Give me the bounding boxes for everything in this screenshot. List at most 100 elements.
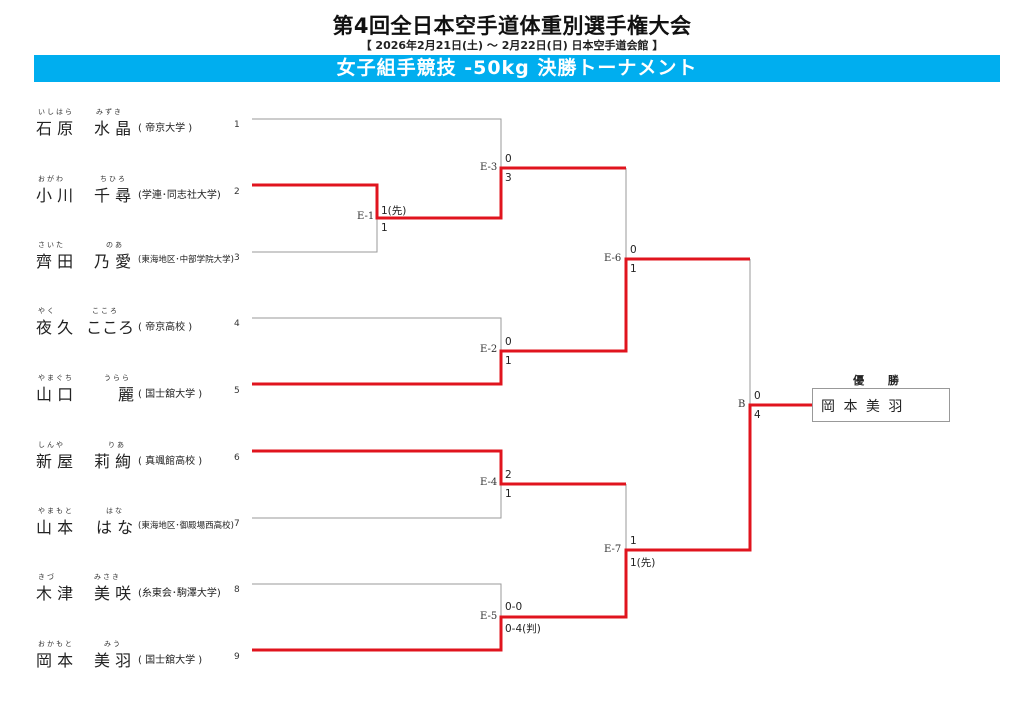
entry-7: やまもと はな 山 本 は な (東海地区･御殿場西高校) 7 xyxy=(36,506,256,537)
entry-5: やまぐち うらら 山 口 麗 ( 国士舘大学 ) 5 xyxy=(36,373,256,404)
seed-number: 9 xyxy=(234,652,240,662)
match-e6-bottom-score: 1 xyxy=(630,263,637,275)
surname-ruby: おがわ xyxy=(38,175,65,183)
champion-name: 岡 本 美 羽 xyxy=(821,399,903,415)
affiliation: ( 帝京大学 ) xyxy=(138,123,193,134)
surname-ruby: きづ xyxy=(38,573,56,581)
champion-label: 優 勝 xyxy=(853,374,909,387)
affiliation: (東海地区･中部学院大学) xyxy=(138,255,234,265)
given-ruby: こころ xyxy=(92,307,119,315)
match-e3-top-score: 0 xyxy=(505,153,512,165)
match-label-e1: E-1 xyxy=(357,211,375,222)
seed-number: 8 xyxy=(234,585,240,595)
match-e2-bottom-score: 1 xyxy=(505,355,512,367)
affiliation: (東海地区･御殿場西高校) xyxy=(138,521,234,531)
match-label-e4: E-4 xyxy=(480,477,498,488)
seed-number: 5 xyxy=(234,386,240,396)
surname: 木 津 xyxy=(36,584,74,603)
given-name: 麗 xyxy=(118,385,135,404)
given-ruby: はな xyxy=(106,507,124,515)
win-path-entry-5 xyxy=(252,257,750,386)
surname-ruby: いしはら xyxy=(38,108,74,116)
seed-number: 6 xyxy=(234,453,240,463)
affiliation: ( 帝京高校 ) xyxy=(138,322,193,333)
surname: 岡 本 xyxy=(36,651,74,670)
match-e4-bottom-score: 1 xyxy=(505,488,512,500)
match-e2-top-score: 0 xyxy=(505,336,512,348)
line-entry-1 xyxy=(252,118,502,168)
match-e5-top-score: 0-0 xyxy=(505,601,523,613)
win-path-entry-2 xyxy=(252,166,626,220)
entry-9: おかもと みう 岡 本 美 羽 ( 国士舘大学 ) 9 xyxy=(36,639,256,670)
match-e1-bottom-score: 1 xyxy=(381,222,388,234)
division-banner: 女子組手競技 -50kg 決勝トーナメント xyxy=(34,55,1000,82)
given-ruby: りあ xyxy=(108,441,126,449)
affiliation: ( 国士舘大学 ) xyxy=(138,655,203,666)
entry-6: しんや りあ 新 屋 莉 絢 ( 真颯館高校 ) 6 xyxy=(36,440,256,471)
surname: 夜 久 xyxy=(36,318,74,337)
surname: 山 本 xyxy=(36,518,74,537)
seed-number: 1 xyxy=(234,120,240,130)
given-ruby: みさき xyxy=(94,573,121,581)
line-entry-7 xyxy=(252,484,502,519)
given-name: 千 尋 xyxy=(94,186,132,205)
win-path-entry-9 xyxy=(252,403,812,652)
champion-box: 岡 本 美 羽 xyxy=(812,388,950,422)
surname: 山 口 xyxy=(36,385,74,404)
given-name: 莉 絢 xyxy=(94,452,132,471)
match-e1-top-score: 1(先) xyxy=(381,205,407,217)
seed-number: 2 xyxy=(234,187,240,197)
match-label-e5: E-5 xyxy=(480,611,498,622)
seed-number: 3 xyxy=(234,253,240,263)
given-ruby: ちひろ xyxy=(100,175,127,183)
seed-number: 7 xyxy=(234,519,240,529)
given-name: 水 晶 xyxy=(94,119,132,138)
entry-1: いしはら みずき 石 原 水 晶 ( 帝京大学 ) 1 xyxy=(36,107,256,138)
surname: 齊 田 xyxy=(36,252,74,271)
surname: 小 川 xyxy=(36,186,74,205)
given-name: 美 羽 xyxy=(94,651,132,670)
match-e7-bottom-score: 1(先) xyxy=(630,557,656,569)
entry-3: さいた のあ 齊 田 乃 愛 (東海地区･中部学院大学) 3 xyxy=(36,240,256,271)
entry-8: きづ みさき 木 津 美 咲 (糸東会･駒澤大学) 8 xyxy=(36,572,256,603)
match-label-e3: E-3 xyxy=(480,162,498,173)
entry-2: おがわ ちひろ 小 川 千 尋 (学連･同志社大学) 2 xyxy=(36,174,256,205)
match-label-e7: E-7 xyxy=(604,544,622,555)
surname-ruby: さいた xyxy=(38,241,65,249)
match-final-top-score: 0 xyxy=(754,390,761,402)
match-e6-top-score: 0 xyxy=(630,244,637,256)
line-entry-4 xyxy=(252,317,502,351)
match-e3-bottom-score: 3 xyxy=(505,172,512,184)
affiliation: (糸東会･駒澤大学) xyxy=(138,588,221,599)
surname-ruby: おかもと xyxy=(38,640,74,648)
match-label-e2: E-2 xyxy=(480,344,498,355)
affiliation: (学連･同志社大学) xyxy=(138,190,221,201)
surname-ruby: しんや xyxy=(38,441,65,449)
given-name: は な xyxy=(96,518,134,537)
given-name: 美 咲 xyxy=(94,584,132,603)
match-e7-top-score: 1 xyxy=(630,535,637,547)
match-final-bottom-score: 4 xyxy=(754,409,761,421)
match-e5-bottom-score: 0-4(判) xyxy=(505,623,541,635)
match-label-final: B xyxy=(738,399,746,410)
given-name: こころ xyxy=(86,318,135,337)
given-ruby: みずき xyxy=(96,108,123,116)
tournament-title: 第4回全日本空手道体重別選手権大会 xyxy=(332,14,692,38)
surname-ruby: やく xyxy=(38,307,56,315)
surname-ruby: やまもと xyxy=(38,507,74,515)
surname: 新 屋 xyxy=(36,452,74,471)
given-ruby: のあ xyxy=(106,241,124,249)
given-name: 乃 愛 xyxy=(94,252,132,271)
line-entry-3 xyxy=(252,218,378,253)
surname-ruby: やまぐち xyxy=(38,374,74,382)
tournament-dates-venue: 【 2026年2月21日(土) ～ 2月22日(日) 日本空手道会館 】 xyxy=(360,39,664,52)
line-entry-8 xyxy=(252,583,502,617)
win-path-entry-6 xyxy=(252,449,626,486)
given-ruby: みう xyxy=(104,640,122,648)
affiliation: ( 国士舘大学 ) xyxy=(138,389,203,400)
affiliation: ( 真颯館高校 ) xyxy=(138,456,203,467)
seed-number: 4 xyxy=(234,319,240,329)
given-ruby: うらら xyxy=(104,374,131,382)
surname: 石 原 xyxy=(36,119,74,138)
